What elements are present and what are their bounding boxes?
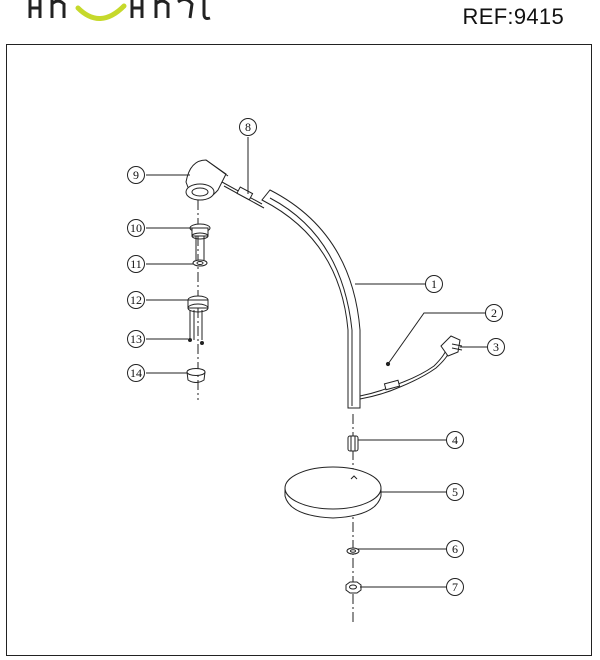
callout-4: 4 xyxy=(446,431,464,449)
cable-and-plug-part xyxy=(359,335,463,400)
curved-arm-part xyxy=(261,189,361,409)
callout-circle xyxy=(487,338,505,356)
callout-10: 10 xyxy=(127,219,145,237)
reference-code: REF:9415 xyxy=(462,4,564,29)
callout-13: 13 xyxy=(127,330,145,348)
callout-circle xyxy=(446,540,464,558)
ring-part xyxy=(189,223,211,260)
callout-circle xyxy=(127,255,145,273)
callout-2: 2 xyxy=(485,304,503,322)
callout-1: 1 xyxy=(425,275,443,293)
base-disk-part xyxy=(284,466,382,519)
diagram-frame xyxy=(6,44,592,656)
pin-part xyxy=(347,435,359,452)
connector-part xyxy=(221,137,265,209)
callout-number: 12 xyxy=(130,293,142,307)
callout-circle xyxy=(127,291,145,309)
base-nut-part xyxy=(345,581,362,594)
nut-part xyxy=(187,295,209,340)
callout-5: 5 xyxy=(446,483,464,501)
callout-circle xyxy=(127,166,145,184)
callout-circle xyxy=(127,330,145,348)
base-washer-part xyxy=(346,547,360,555)
leader-lines xyxy=(146,174,487,588)
callout-3: 3 xyxy=(487,338,505,356)
cap-part xyxy=(186,368,206,383)
callout-circle xyxy=(446,431,464,449)
brand-logo xyxy=(28,0,211,21)
callout-number: 10 xyxy=(130,221,142,235)
callout-number: 14 xyxy=(130,366,142,380)
callout-circle xyxy=(485,304,503,322)
callout-circle xyxy=(127,364,145,382)
callout-number: 9 xyxy=(133,168,139,182)
callout-circle xyxy=(446,483,464,501)
callout-number: 2 xyxy=(491,306,497,320)
callout-number: 3 xyxy=(493,340,499,354)
callout-circle xyxy=(239,118,257,136)
callout-number: 5 xyxy=(452,485,458,499)
callout-number: 4 xyxy=(452,433,458,447)
washer-part xyxy=(192,259,208,267)
callout-number: 6 xyxy=(452,542,458,556)
callout-8: 8 xyxy=(239,118,257,136)
callout-number: 8 xyxy=(245,120,251,134)
callout-circle xyxy=(446,578,464,596)
callout-number: 11 xyxy=(130,257,142,271)
lamp-head-part xyxy=(185,159,229,201)
callout-number: 1 xyxy=(431,277,437,291)
callout-12: 12 xyxy=(127,291,145,309)
callout-circle xyxy=(425,275,443,293)
callout-circle xyxy=(127,219,145,237)
callout-11: 11 xyxy=(127,255,145,273)
callout-number: 13 xyxy=(130,332,142,346)
callout-6: 6 xyxy=(446,540,464,558)
callout-14: 14 xyxy=(127,364,145,382)
callout-7: 7 xyxy=(446,578,464,596)
callout-9: 9 xyxy=(127,166,145,184)
logo-swoosh xyxy=(75,3,127,21)
wire-ends-part xyxy=(188,310,204,345)
callout-number: 7 xyxy=(452,580,458,594)
